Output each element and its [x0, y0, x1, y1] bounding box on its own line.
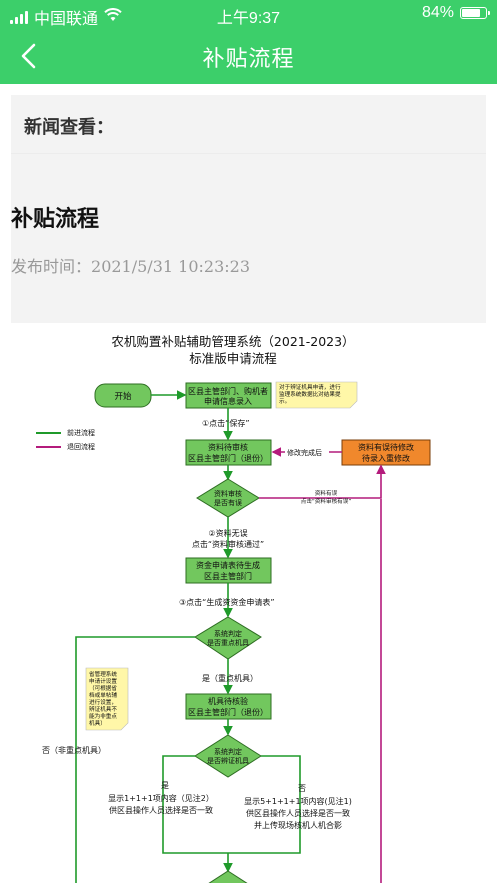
yes-desc-line1: 显示1+1+1项内容（见注2）	[108, 793, 214, 803]
no-label: 否	[298, 784, 306, 793]
review-box-line1: 资料待审核	[208, 442, 248, 452]
status-time: 上午9:37	[216, 10, 281, 27]
status-left: 中国联通	[10, 5, 122, 29]
status-right: 84%	[421, 4, 490, 22]
apply-note-line1: 对于辨证机具申请，进行	[279, 383, 341, 391]
legend-forward-label: 前进流程	[67, 428, 95, 437]
review-box	[185, 439, 272, 466]
flowchart-diagram: 农机购置补贴辅助管理系统（2021-2023） 标准版申请流程 前进流程 退回流…	[36, 334, 431, 883]
side-note-line4: 档或单帖辅	[89, 691, 117, 699]
status-bar: 中国联通 上午9:37 84%	[0, 0, 497, 28]
error-note-line1: 资料有误	[315, 489, 338, 497]
apply-box	[185, 382, 272, 409]
start-label: 开始	[114, 391, 132, 402]
fund-box-line1: 资金申请表待生成	[196, 560, 260, 570]
judge1-line1: 系统判定	[214, 629, 242, 638]
side-note-line1: 省管理系统	[89, 670, 117, 678]
battery-percent: 84%	[421, 4, 454, 21]
apply-note	[275, 381, 358, 409]
edge-judge2-yes	[162, 755, 228, 854]
apply-note-line2: 监理系统数据比对结果提	[279, 390, 341, 398]
nav-title: 补贴流程	[202, 47, 295, 72]
side-note-line6: 辨证机具不	[89, 705, 117, 713]
step1-label: ①点击“保存”	[202, 418, 249, 428]
fund-box	[185, 557, 272, 584]
yes-desc-line2: 供区县操作人员选择是否一致	[109, 805, 213, 815]
carrier-name: 中国联通	[34, 11, 99, 28]
signal-icon	[10, 10, 28, 24]
side-note	[85, 667, 129, 731]
machine-box-line2: 区县主管部门（退份）	[188, 707, 268, 717]
back-button[interactable]	[14, 40, 44, 72]
chevron-left-icon	[21, 43, 36, 69]
article-title: 补贴流程	[11, 207, 100, 232]
apply-note-line3: 示。	[279, 398, 290, 405]
publish-label: 发布时间：	[11, 257, 92, 276]
legend-back-label: 退回流程	[67, 442, 95, 451]
publish-time: 2021/5/31 10:23:23	[91, 257, 250, 276]
check-diamond-line1: 资料审核	[214, 489, 242, 498]
side-note-line3: （可根据省	[89, 684, 117, 692]
judge2-line1: 系统判定	[214, 747, 242, 756]
step2-line1: ②资料无误	[208, 528, 247, 538]
fix-label-bg	[285, 447, 329, 458]
side-note-line7: 能为非重点	[89, 712, 117, 720]
side-note-line2: 申请计设置	[89, 677, 117, 685]
wifi-icon	[104, 7, 122, 27]
flowchart-title-line2: 标准版申请流程	[189, 351, 277, 366]
machine-box-line1: 机具待核验	[208, 696, 248, 706]
flowchart-image: 农机购置补贴辅助管理系统（2021-2023） 标准版申请流程 前进流程 退回流…	[11, 323, 486, 883]
step3-label: ③点击“生成资资金申请表”	[179, 597, 274, 607]
no-desc-line1: 显示5+1+1+1项内容(见注1)	[244, 796, 352, 806]
judge1-diamond	[194, 616, 262, 660]
error-note-line2: 点击“资料审核有误”	[301, 497, 352, 505]
publish-info: 发布时间：2021/5/31 10:23:23	[11, 253, 250, 277]
no-desc-line3: 并上传现场核机人机合影	[254, 820, 342, 830]
machine-box	[185, 693, 272, 720]
error-box-line2: 待录入重修改	[362, 453, 410, 463]
edge-judge1-no	[75, 636, 195, 883]
apply-box-line2: 申请信息录入	[204, 396, 252, 406]
next-diamond	[208, 870, 248, 883]
divider	[11, 153, 486, 154]
fund-box-line2: 区县主管部门	[204, 571, 252, 581]
yes-key-label: 是（重点机具）	[202, 673, 258, 683]
judge2-diamond	[194, 734, 262, 778]
check-diamond-line2: 是否有误	[214, 498, 242, 507]
edge-judge2-no	[228, 755, 301, 854]
news-card: 新闻查看： 补贴流程 发布时间：2021/5/31 10:23:23	[11, 95, 486, 323]
judge2-line2: 是否辨证机具	[207, 756, 249, 765]
side-note-line8: 机具）	[89, 719, 106, 727]
edge-check-error	[259, 464, 386, 499]
judge1-line2: 是否重点机具	[207, 638, 249, 647]
nav-bar: 补贴流程	[0, 28, 497, 84]
review-box-line2: 区县主管部门（退份）	[188, 453, 268, 463]
no-desc-line2: 供区县操作人员选择是否一致	[246, 808, 350, 818]
step2-line2: 点击“资料审核通过”	[192, 539, 264, 549]
yes-label: 是	[161, 781, 169, 790]
no-key-label: 否（非重点机具）	[42, 745, 106, 755]
battery-fill	[462, 9, 480, 17]
apply-box-line1: 区县主管部门、购机者	[188, 386, 268, 396]
battery-icon	[460, 7, 490, 19]
section-label: 新闻查看：	[24, 117, 114, 138]
error-box-line1: 资料有误待修改	[358, 442, 414, 452]
fix-label: 修改完成后	[287, 448, 322, 457]
check-diamond	[196, 478, 260, 518]
side-note-line5: 进行设置，	[89, 698, 117, 706]
flowchart-title-line1: 农机购置补贴辅助管理系统（2021-2023）	[111, 334, 354, 349]
